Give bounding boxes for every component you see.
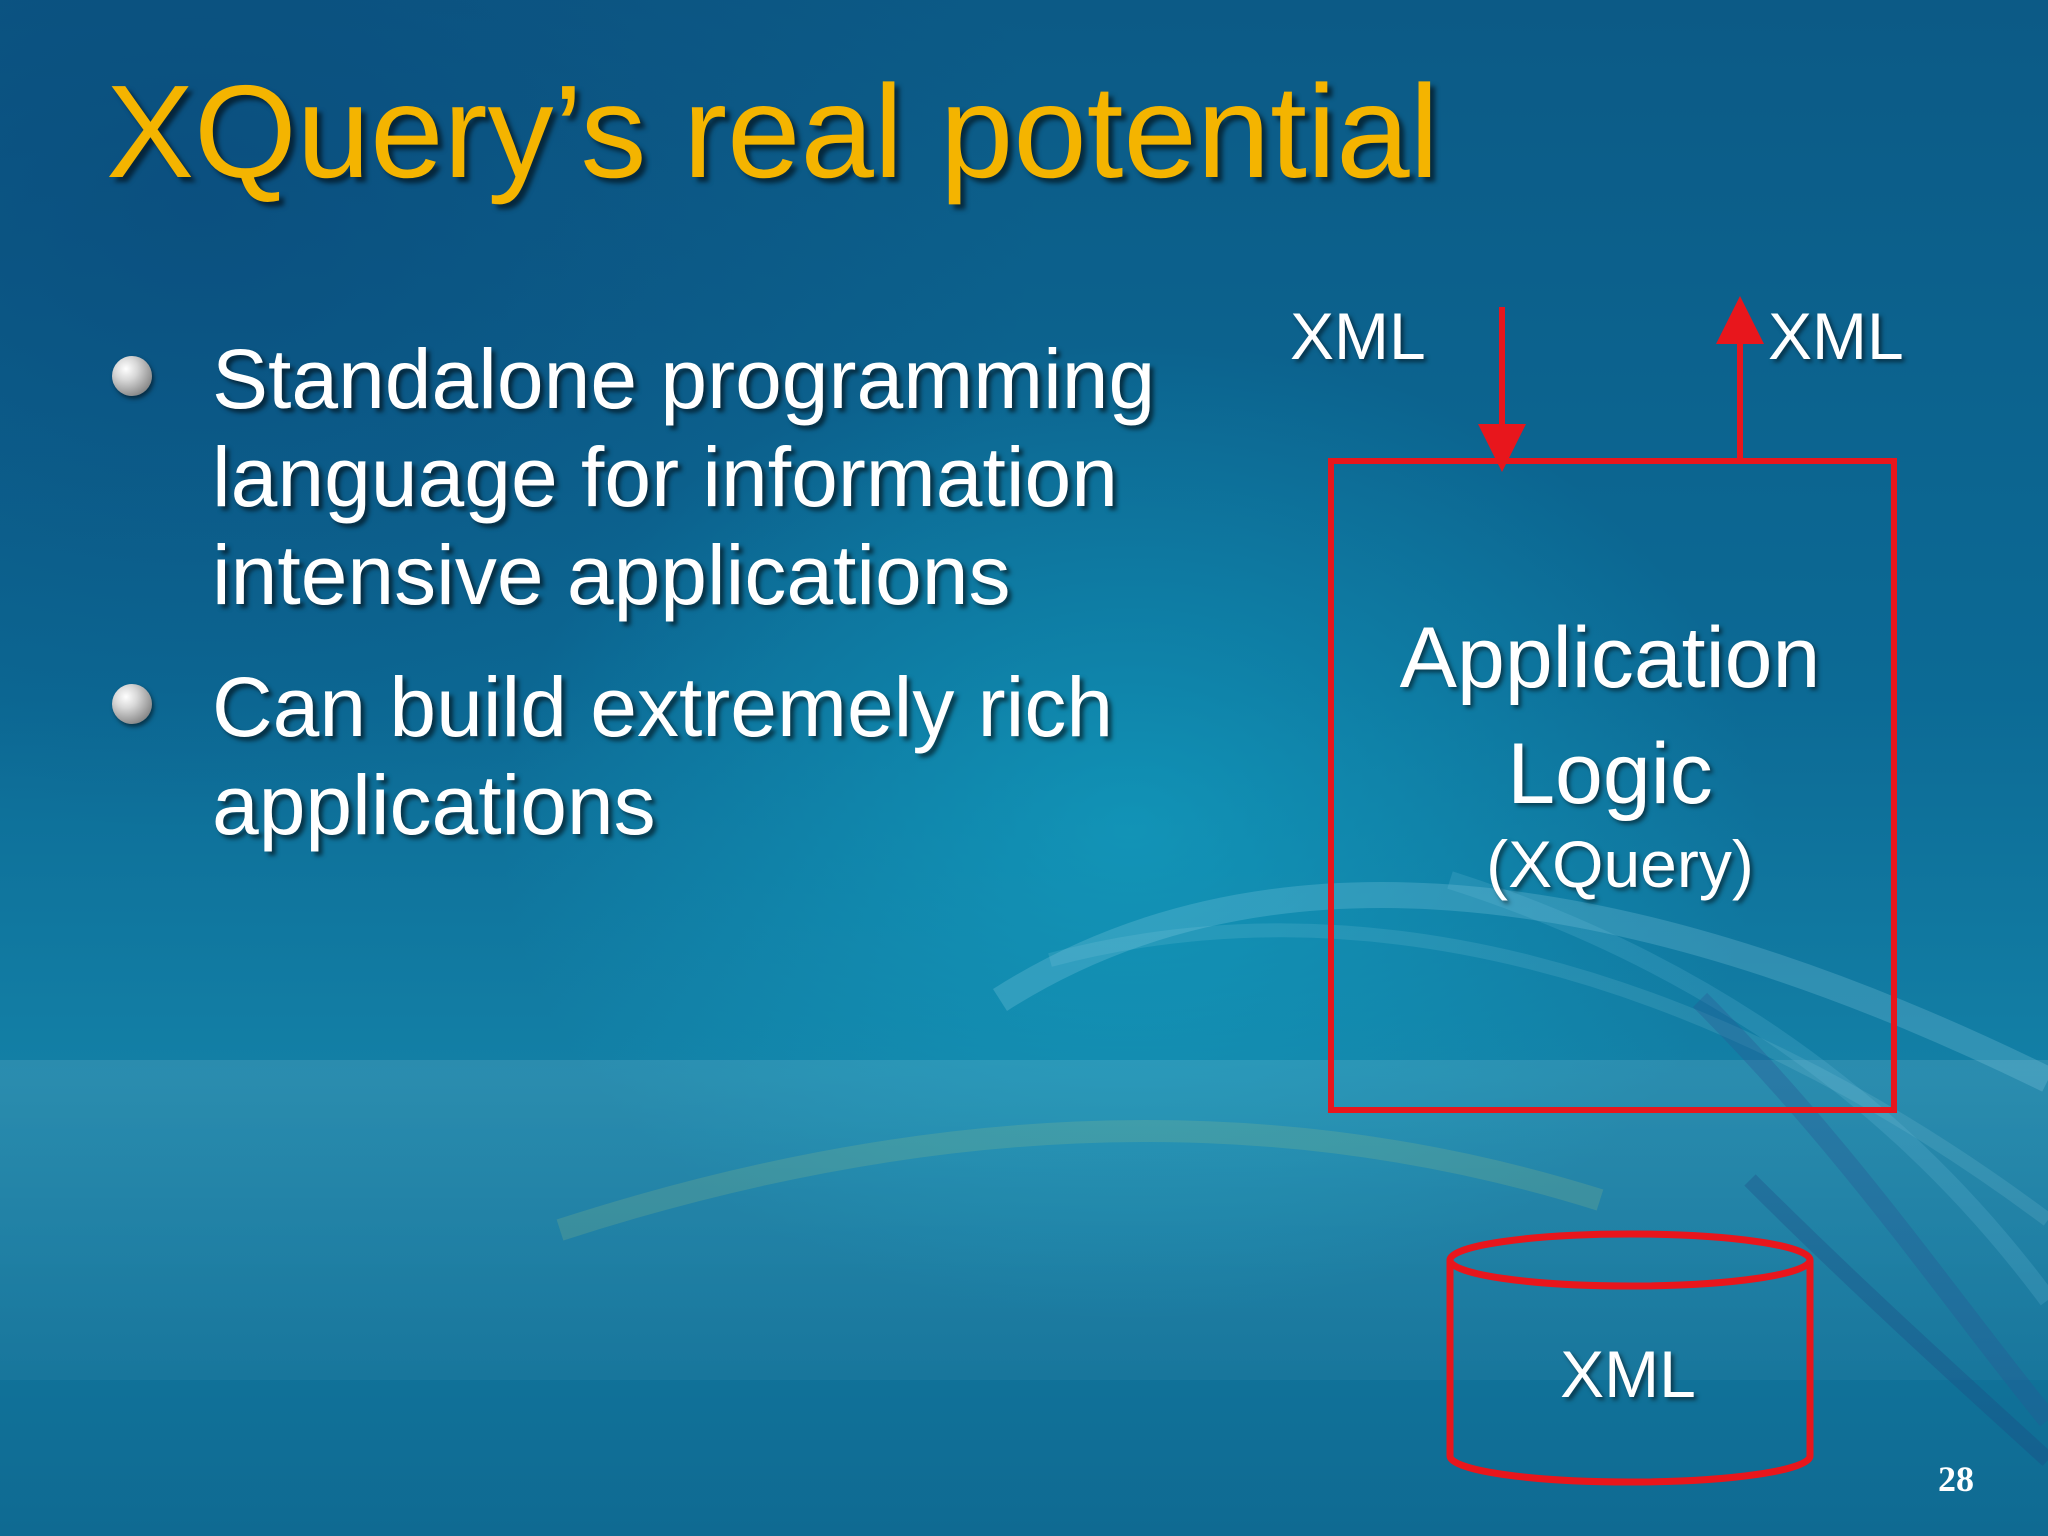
application-logic-box — [1328, 458, 1897, 1113]
bullet-text: Can build extremely rich applications — [212, 660, 1114, 852]
bullet-list: Standalone programming language for info… — [112, 330, 1252, 888]
bullet-sphere-icon — [112, 684, 152, 724]
input-xml-label: XML — [1290, 299, 1426, 373]
slide-title: XQuery’s real potential — [106, 58, 1439, 205]
background-band — [0, 1060, 2048, 1380]
output-xml-label: XML — [1768, 299, 1904, 373]
page-number: 28 — [1938, 1459, 1974, 1499]
bullet-item: Standalone programming language for info… — [112, 330, 1252, 624]
bullet-text: Standalone programming language for info… — [212, 332, 1156, 622]
database-xml-label: XML — [1560, 1337, 1696, 1411]
bullet-sphere-icon — [112, 356, 152, 396]
bullet-item: Can build extremely rich applications — [112, 658, 1252, 854]
xquery-sublabel: (XQuery) — [1486, 827, 1754, 901]
database-cylinder — [1446, 1230, 1814, 1486]
application-logic-label: Application Logic — [1399, 610, 1821, 822]
